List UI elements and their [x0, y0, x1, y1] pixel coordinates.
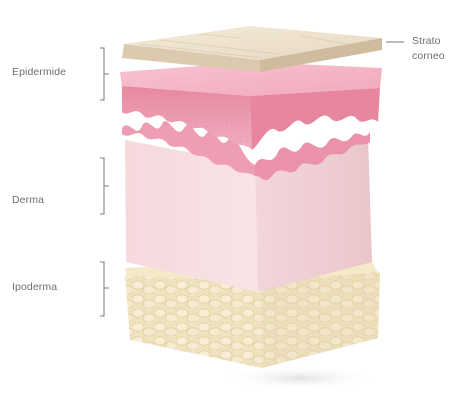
- bracket-epidermide: [100, 48, 109, 100]
- dermis-block: [122, 121, 372, 292]
- stratum-corneum-block: [122, 26, 382, 72]
- ground-shadow: [220, 366, 380, 390]
- bracket-derma: [100, 158, 109, 214]
- label-epidermide: Epidermide: [12, 66, 66, 78]
- label-strato-corneo: Strato corneo: [412, 34, 445, 64]
- label-derma: Derma: [12, 194, 44, 206]
- bracket-ipoderma: [100, 262, 109, 316]
- label-ipoderma: Ipoderma: [12, 281, 57, 293]
- label-strato-line1: Strato: [412, 34, 445, 49]
- label-strato-line2: corneo: [412, 49, 445, 64]
